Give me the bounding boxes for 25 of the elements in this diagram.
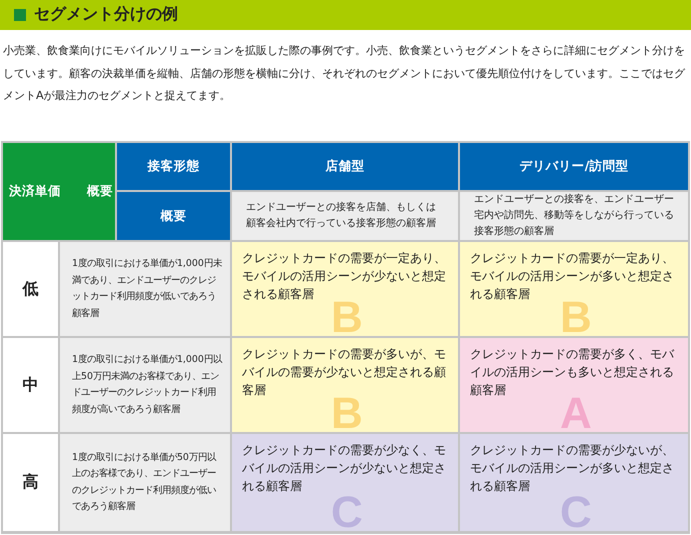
cell-text: クレジットカードの需要が一定あり、モバイルの活用シーンが多いと想定される顧客層: [470, 250, 675, 302]
header-text: エンドユーザーとの接客を店舗、もしくは顧客会社内で行っている接客形態の顧客層: [246, 200, 437, 231]
segment-letter: B: [331, 398, 363, 430]
header-text: エンドユーザーとの接客を、エンドユーザー宅内や訪問先、移動等をしながら行っている接客形態の顧客層: [474, 192, 674, 239]
cell-text: クレジットカードの需要が多く、モバイルの活用シーンも多いと想定される顧客層: [470, 346, 676, 398]
header-text: デリバリー/訪問型: [520, 158, 628, 175]
header-text: 店舗型: [326, 158, 364, 175]
title: セグメント分けの例: [34, 4, 178, 25]
cell-text: 1度の取引における単価が1,000円以上50万円未満のお客様であり、エンドユーザーのクレジットカード利用頻度が高いであろう顧客層: [72, 353, 222, 416]
cell-text: クレジットカードの需要が多いが、モバイルの需要が少ないと想定される顧客層: [242, 346, 447, 398]
segment-letter: B: [560, 302, 592, 334]
cell-text: 低: [22, 278, 38, 300]
header-text: 概要: [160, 208, 186, 224]
cell-text: 中: [22, 374, 38, 396]
cell-text: 1度の取引における単価が50万円以上のお客様であり、エンドユーザーのクレジットカード利用頻度が低いであろう顧客層: [72, 450, 218, 514]
header-text: 概要: [87, 183, 113, 200]
intro-paragraph: 小売業、飲食業向けにモバイルソリューションを拡販した際の事例です。小売、飲食業というセグメントをさらに詳細にセグメント分けをしています。顧客の決裁単価を縦軸、店舗の形態を横軸に分け、それぞれのセグメントにおいて優先順位付けをしています。ここではセグメントAが最注力のセグメントと捉えてます。: [3, 43, 686, 104]
cell-text: 高: [22, 472, 38, 493]
segment-letter: B: [331, 302, 363, 334]
header-text: 接客形態: [148, 158, 200, 175]
cell-text: クレジットカードの需要が少なく、モバイルの活用シーンが少ないと想定される顧客層: [242, 442, 447, 495]
cell-text: 1度の取引における単価が1,000円未満であり、エンドユーザーのクレジットカード利用頻度が低いであろう顧客層: [72, 257, 222, 320]
cell-text: クレジットカードの需要が一定あり、モバイルの活用シーンが少ないと想定される顧客層: [242, 250, 447, 302]
cell-text: クレジットカードの需要が少ないが、モバイルの活用シーンが多いと想定される顧客層: [470, 442, 675, 495]
header-text: 決済単価: [9, 183, 61, 200]
